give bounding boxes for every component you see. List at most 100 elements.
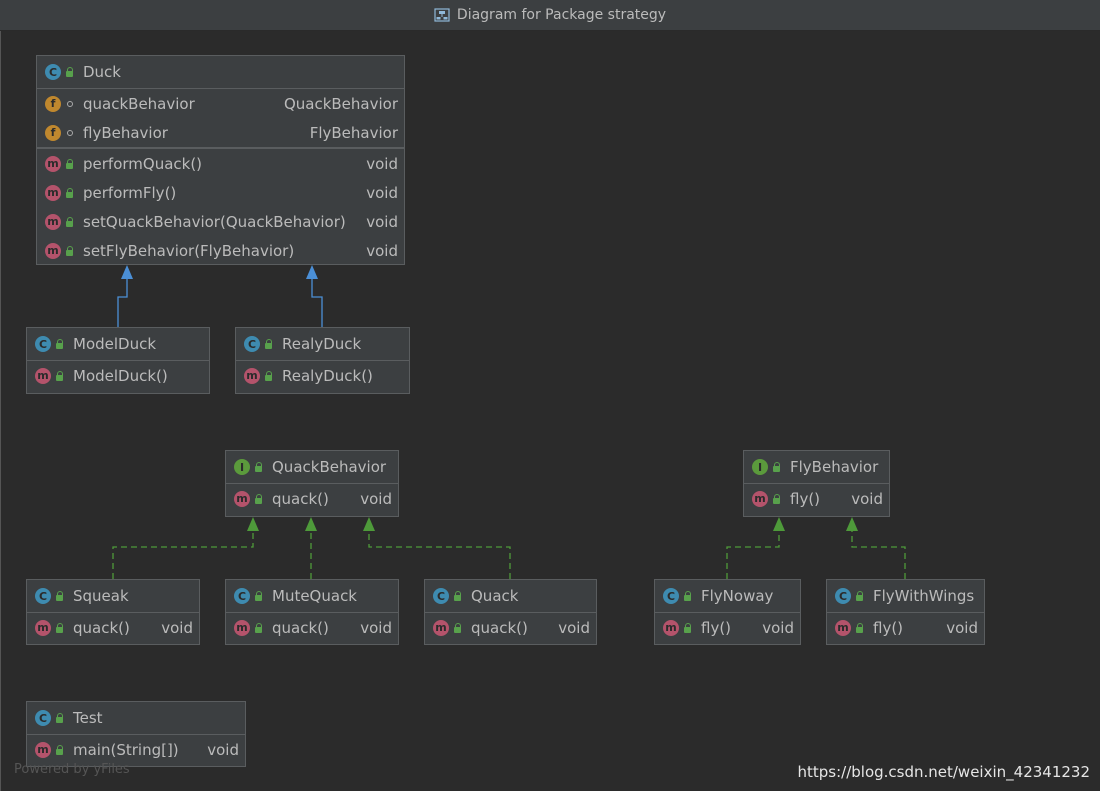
class-header: C Test	[27, 702, 245, 735]
method-icon: m	[35, 367, 51, 384]
method-row[interactable]: m fly() void	[744, 484, 889, 513]
package-visibility-icon	[65, 128, 75, 138]
methods-section: m quack() void	[226, 613, 398, 642]
abstract-method-icon: m	[234, 490, 250, 507]
public-visibility-icon	[683, 591, 693, 601]
method-icon: m	[244, 367, 260, 384]
diagram-canvas[interactable]	[0, 31, 1100, 791]
method-type: void	[946, 618, 978, 637]
class-node-test[interactable]: C Test m main(String[]) void	[26, 701, 246, 767]
method-row[interactable]: m quack() void	[27, 613, 199, 642]
class-icon: C	[35, 336, 51, 352]
method-name: quack()	[471, 618, 528, 637]
method-row[interactable]: m fly() void	[827, 613, 984, 642]
method-name: setFlyBehavior(FlyBehavior)	[83, 241, 295, 260]
method-row[interactable]: m performQuack() void	[37, 149, 404, 178]
method-type: void	[360, 489, 392, 508]
class-icon: C	[234, 588, 250, 604]
methods-section: m main(String[]) void	[27, 735, 245, 764]
public-visibility-icon	[264, 370, 274, 381]
method-type: void	[207, 740, 239, 759]
field-name: flyBehavior	[83, 123, 168, 142]
interface-name: QuackBehavior	[272, 458, 387, 476]
method-row[interactable]: m ModelDuck()	[27, 361, 209, 390]
methods-section: m quack() void	[425, 613, 596, 642]
method-name: quack()	[272, 489, 329, 508]
class-icon: C	[835, 588, 851, 604]
method-name: performFly()	[83, 183, 177, 202]
class-node-modelduck[interactable]: C ModelDuck m ModelDuck()	[26, 327, 210, 394]
method-name: setQuackBehavior(QuackBehavior)	[83, 212, 346, 231]
class-node-mutequack[interactable]: C MuteQuack m quack() void	[225, 579, 399, 645]
method-row[interactable]: m quack() void	[425, 613, 596, 642]
method-row[interactable]: m setFlyBehavior(FlyBehavior) void	[37, 236, 404, 265]
class-node-duck[interactable]: C Duck f quackBehavior QuackBehavior f f…	[36, 55, 405, 265]
public-visibility-icon	[254, 462, 264, 472]
class-name: ModelDuck	[73, 335, 157, 353]
package-visibility-icon	[65, 99, 75, 109]
class-node-realyduck[interactable]: C RealyDuck m RealyDuck()	[235, 327, 410, 394]
public-visibility-icon	[65, 67, 75, 77]
class-header: C RealyDuck	[236, 328, 409, 361]
fields-section: f quackBehavior QuackBehavior f flyBehav…	[37, 89, 404, 149]
method-name: performQuack()	[83, 154, 203, 173]
interface-name: FlyBehavior	[790, 458, 879, 476]
public-visibility-icon	[55, 339, 65, 349]
class-icon: C	[663, 588, 679, 604]
class-name: FlyWithWings	[873, 587, 975, 605]
method-icon: m	[35, 741, 51, 758]
public-visibility-icon	[855, 622, 865, 633]
field-row[interactable]: f flyBehavior FlyBehavior	[37, 118, 404, 147]
class-icon: C	[35, 710, 51, 726]
method-row[interactable]: m fly() void	[655, 613, 800, 642]
class-name: Quack	[471, 587, 519, 605]
class-node-quack[interactable]: C Quack m quack() void	[424, 579, 597, 645]
class-node-flynoway[interactable]: C FlyNoway m fly() void	[654, 579, 801, 645]
method-type: void	[161, 618, 193, 637]
interface-node-quackbehavior[interactable]: I QuackBehavior m quack() void	[225, 450, 399, 517]
method-row[interactable]: m main(String[]) void	[27, 735, 245, 764]
window-title-bar: Diagram for Package strategy	[0, 0, 1100, 31]
class-header: C MuteQuack	[226, 580, 398, 613]
interface-icon: I	[752, 459, 768, 475]
method-type: void	[762, 618, 794, 637]
method-row[interactable]: m performFly() void	[37, 178, 404, 207]
method-type: void	[360, 618, 392, 637]
method-row[interactable]: m setQuackBehavior(QuackBehavior) void	[37, 207, 404, 236]
field-row[interactable]: f quackBehavior QuackBehavior	[37, 89, 404, 118]
class-header: C Squeak	[27, 580, 199, 613]
method-icon: m	[45, 184, 61, 201]
method-row[interactable]: m quack() void	[226, 613, 398, 642]
public-visibility-icon	[264, 339, 274, 349]
method-name: fly()	[873, 618, 904, 637]
class-icon: C	[35, 588, 51, 604]
public-visibility-icon	[453, 591, 463, 601]
public-visibility-icon	[65, 158, 75, 169]
method-row[interactable]: m quack() void	[226, 484, 398, 513]
class-node-squeak[interactable]: C Squeak m quack() void	[26, 579, 200, 645]
window-title: Diagram for Package strategy	[456, 7, 667, 23]
methods-section: m quack() void	[27, 613, 199, 642]
public-visibility-icon	[254, 493, 264, 504]
method-icon: m	[234, 619, 250, 636]
field-icon: f	[45, 95, 61, 112]
public-visibility-icon	[772, 493, 782, 504]
class-header: C Quack	[425, 580, 596, 613]
field-name: quackBehavior	[83, 94, 195, 113]
method-row[interactable]: m RealyDuck()	[236, 361, 409, 390]
interface-icon: I	[234, 459, 250, 475]
class-icon: C	[45, 64, 61, 80]
class-icon: C	[244, 336, 260, 352]
method-type: void	[366, 241, 398, 260]
class-name: Duck	[83, 63, 121, 81]
method-icon: m	[45, 155, 61, 172]
method-type: void	[851, 489, 883, 508]
class-icon: C	[433, 588, 449, 604]
method-name: fly()	[790, 489, 821, 508]
methods-section: m quack() void	[226, 484, 398, 513]
methods-section: m ModelDuck()	[27, 361, 209, 390]
method-type: void	[366, 183, 398, 202]
interface-node-flybehavior[interactable]: I FlyBehavior m fly() void	[743, 450, 890, 517]
class-node-flywithwings[interactable]: C FlyWithWings m fly() void	[826, 579, 985, 645]
class-name: Test	[73, 709, 103, 727]
